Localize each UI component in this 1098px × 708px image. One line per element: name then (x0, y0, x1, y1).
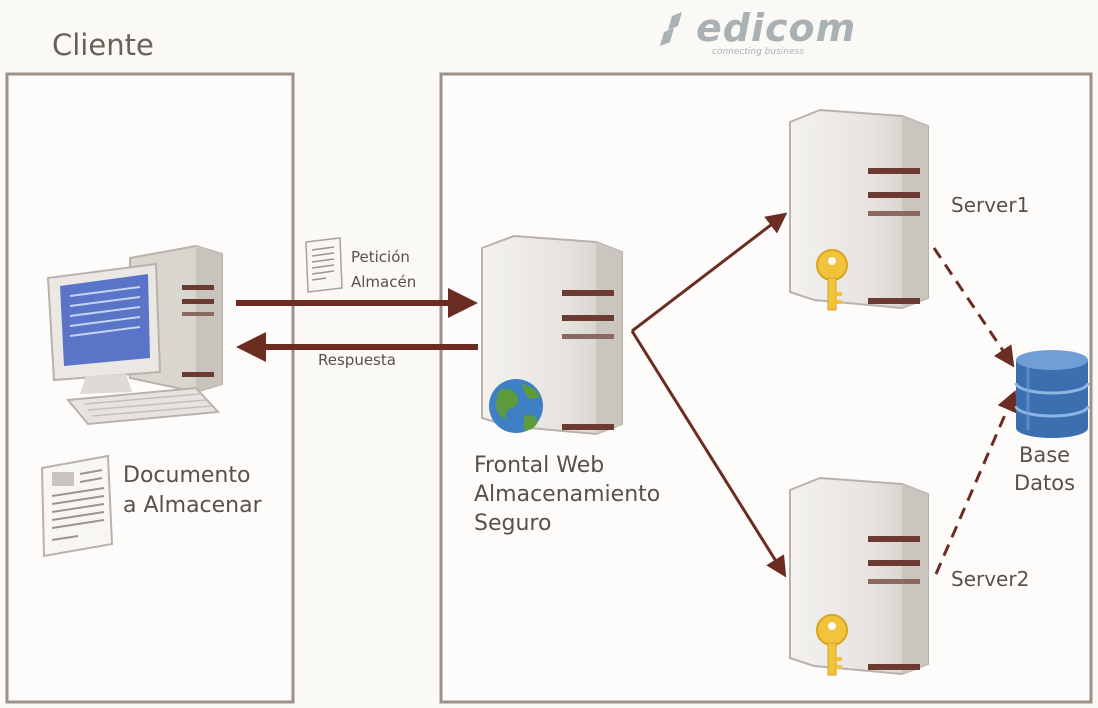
document-icon (40, 454, 114, 558)
database-label: Base Datos (1014, 443, 1076, 495)
server1-icon (789, 108, 929, 310)
globe-icon (489, 379, 543, 433)
client-computer-icon (46, 244, 223, 426)
client-panel (5, 72, 295, 704)
edicom-logo-icon (660, 12, 682, 46)
server2-icon (789, 476, 929, 676)
key-icon (816, 614, 848, 676)
request-label: Petición Almacén (351, 248, 417, 291)
database-icon (1014, 350, 1090, 438)
client-panel-title: Cliente (52, 28, 154, 62)
edicom-logo-tagline: connecting business (712, 47, 804, 57)
key-icon (816, 249, 848, 311)
server2-label: Server2 (951, 567, 1030, 591)
server1-label: Server1 (951, 193, 1030, 217)
request-document-icon (305, 237, 343, 293)
frontal-server-label: Frontal Web Almacenamiento Seguro (474, 453, 661, 536)
edicom-logo-text: edicom (696, 6, 857, 50)
response-label: Respuesta (318, 351, 396, 369)
document-label: Documento a Almacenar (123, 463, 262, 518)
frontal-to-server2-arrow (630, 330, 787, 578)
frontal-to-server1-arrow (631, 212, 788, 333)
server1-to-database-arrow (932, 247, 1015, 368)
server2-to-database-arrow (934, 390, 1017, 575)
